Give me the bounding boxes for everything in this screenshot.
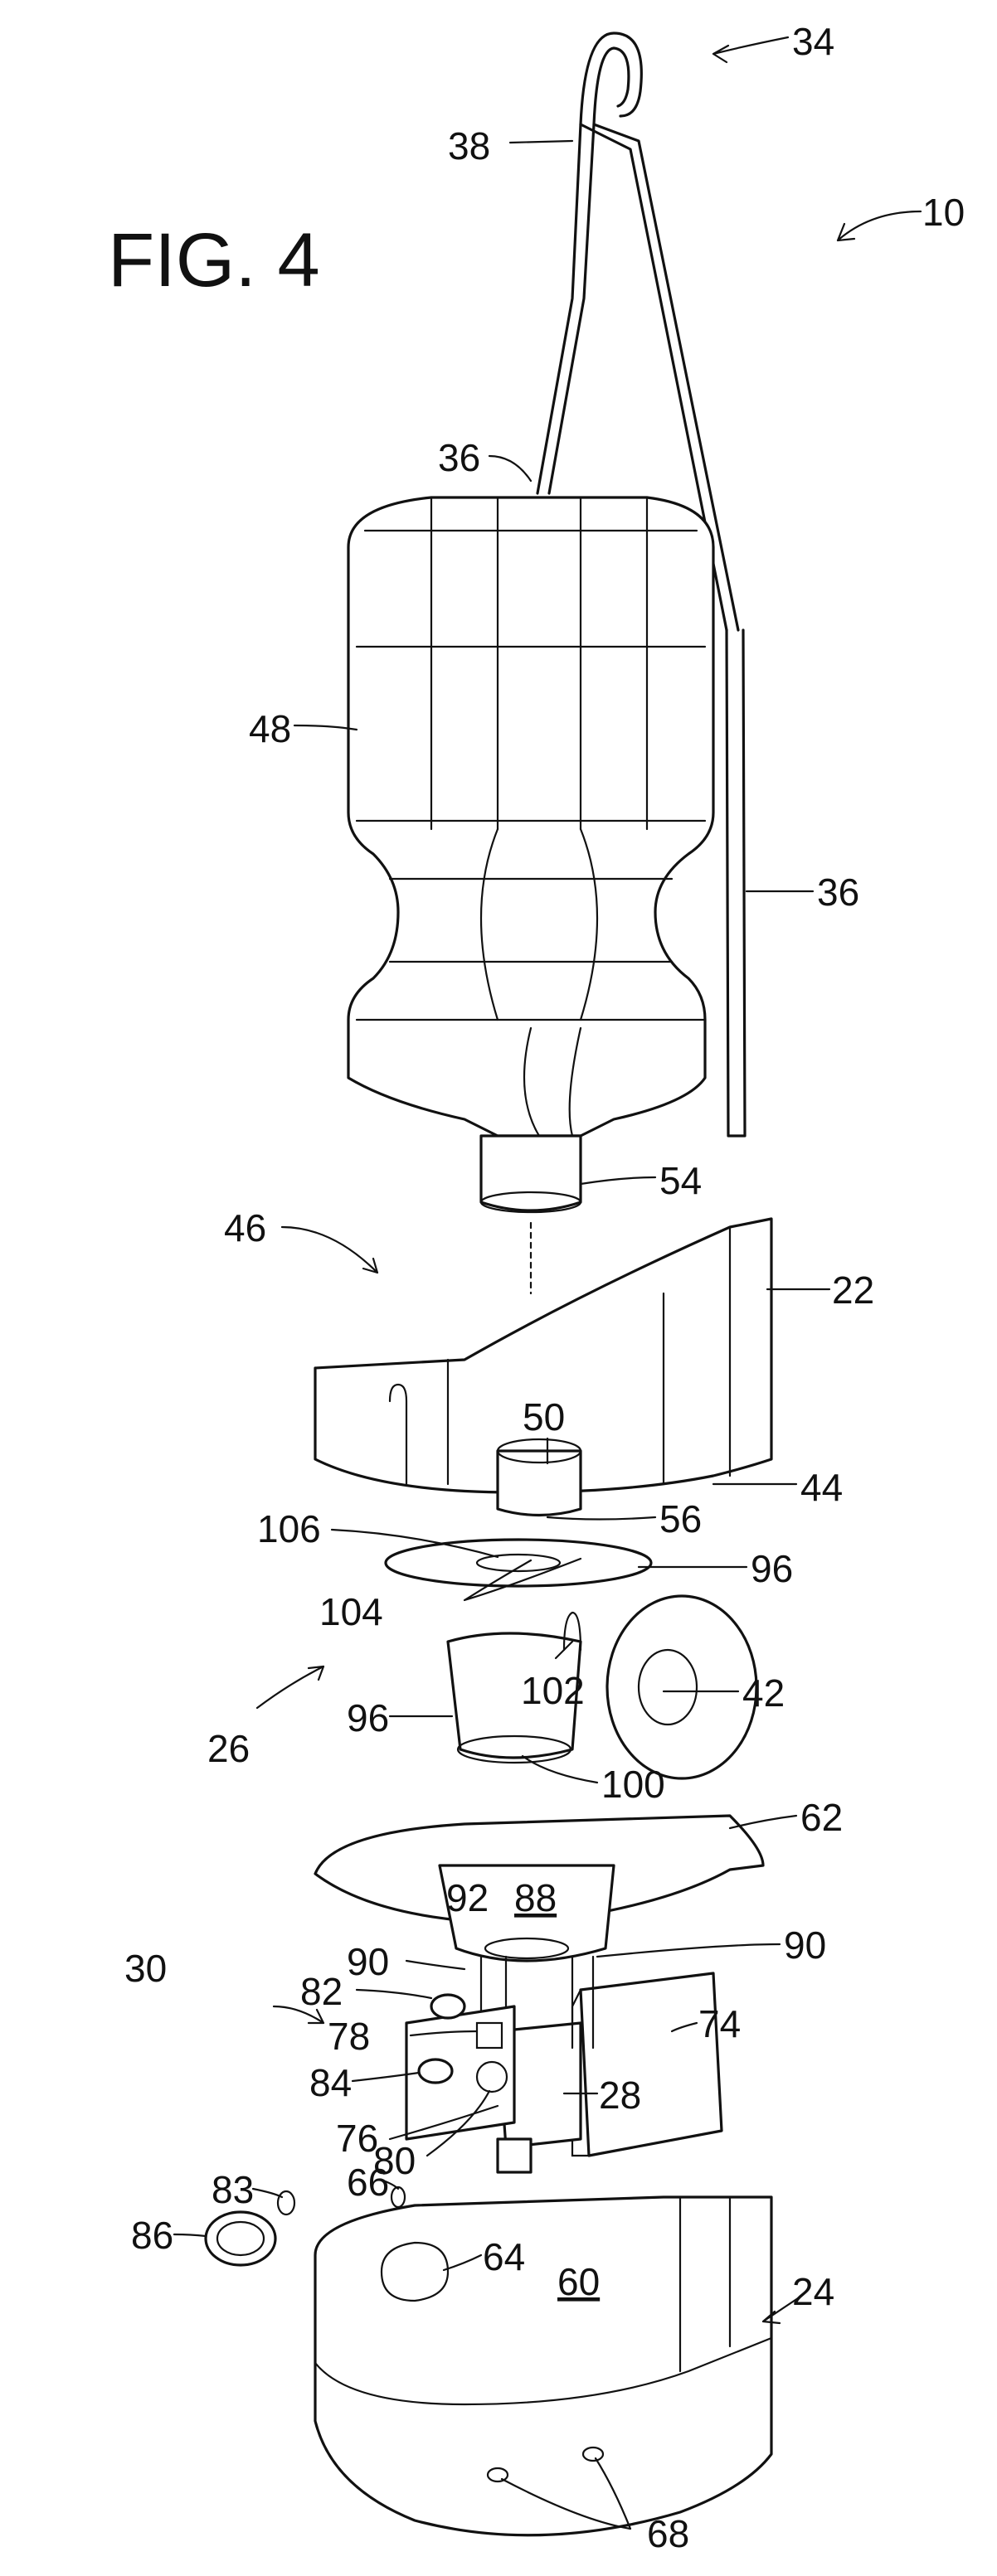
label-24: 24 <box>792 2270 834 2313</box>
label-60: 60 <box>557 2260 600 2303</box>
figure-title: FIG. 4 <box>108 218 320 303</box>
label-83: 83 <box>212 2168 254 2211</box>
label-104: 104 <box>319 1590 383 1633</box>
label-36-upper: 36 <box>438 436 480 479</box>
label-62: 62 <box>800 1796 843 1839</box>
label-34: 34 <box>792 20 834 63</box>
label-102: 102 <box>521 1669 585 1712</box>
label-78: 78 <box>328 2015 370 2058</box>
label-22: 22 <box>832 1269 874 1312</box>
label-48: 48 <box>249 707 291 750</box>
pump-assembly <box>406 1957 722 2172</box>
reference-numerals: 10 34 38 36 48 36 54 46 22 50 44 56 106 … <box>124 20 965 2555</box>
bottle <box>348 497 713 1293</box>
label-82: 82 <box>300 1970 343 2013</box>
label-44: 44 <box>800 1466 843 1509</box>
base-housing <box>315 2187 771 2535</box>
label-28: 28 <box>599 2074 641 2117</box>
label-68: 68 <box>647 2512 689 2555</box>
label-10: 10 <box>922 191 965 234</box>
label-38: 38 <box>448 124 490 167</box>
label-64: 64 <box>483 2235 525 2278</box>
upper-housing <box>315 1219 771 1516</box>
label-106: 106 <box>257 1507 321 1550</box>
label-90-right: 90 <box>784 1924 826 1967</box>
filter-disc <box>386 1540 651 1586</box>
label-50: 50 <box>523 1395 565 1438</box>
label-84: 84 <box>309 2061 352 2104</box>
label-88: 88 <box>514 1876 557 1919</box>
label-100: 100 <box>601 1763 665 1806</box>
label-96-disc: 96 <box>751 1547 793 1590</box>
label-66: 66 <box>347 2161 389 2204</box>
leader-lines <box>174 37 921 2529</box>
cap <box>607 1596 756 1778</box>
label-92: 92 <box>446 1876 489 1919</box>
label-42: 42 <box>742 1671 785 1715</box>
label-74: 74 <box>698 2002 741 2045</box>
label-36-lower: 36 <box>817 871 859 914</box>
label-46: 46 <box>224 1206 266 1249</box>
label-56: 56 <box>659 1497 702 1540</box>
label-76: 76 <box>336 2117 378 2160</box>
label-26: 26 <box>207 1727 250 1770</box>
label-30: 30 <box>124 1947 167 1990</box>
label-54: 54 <box>659 1159 702 1202</box>
label-86: 86 <box>131 2214 173 2257</box>
label-96-cup: 96 <box>347 1696 389 1739</box>
label-90-left: 90 <box>347 1940 389 1983</box>
